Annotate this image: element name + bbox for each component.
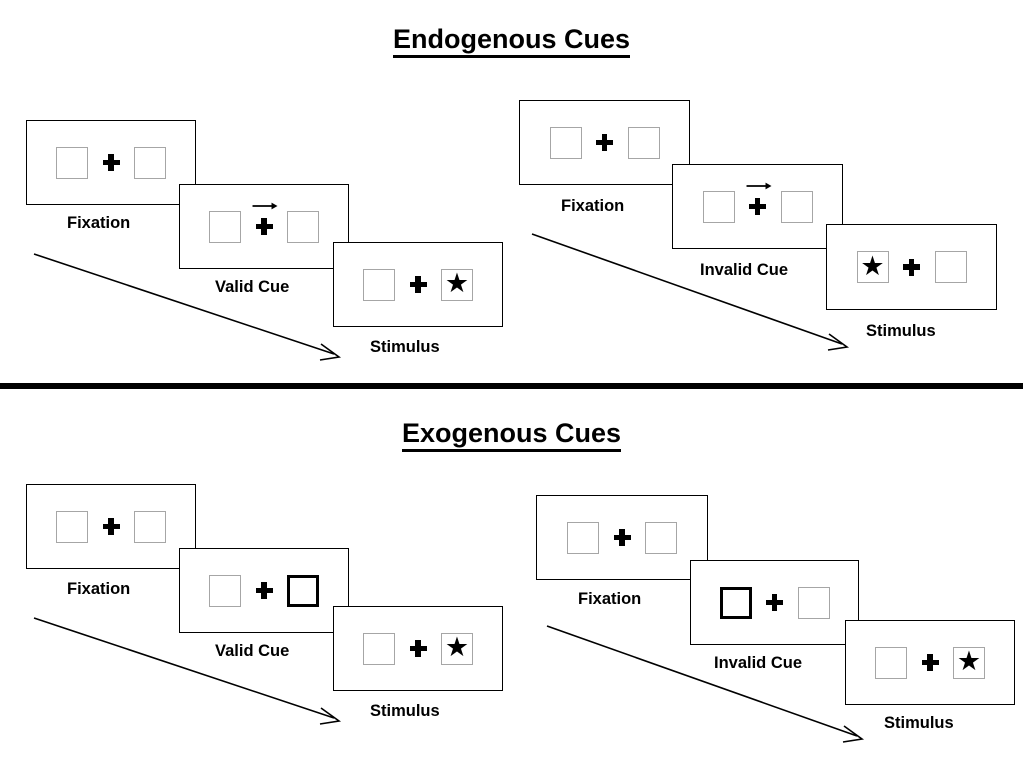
stimulus-box-right — [797, 586, 830, 619]
star-icon: ★ — [860, 250, 885, 281]
fixation-cross-wrap — [582, 134, 628, 151]
stimulus-box-left-cued — [719, 586, 752, 619]
stimulus-box-right — [134, 146, 166, 179]
panel-label-endogenous-valid-fixation: Fixation — [67, 214, 131, 232]
panel-endogenous-valid-cue[interactable] — [179, 184, 349, 269]
plus-icon — [102, 154, 120, 171]
arrow-right-icon — [252, 202, 278, 210]
plus-icon — [613, 529, 631, 546]
diagonal-time-arrow-icon — [33, 253, 342, 361]
panel-endogenous-valid-stimulus[interactable]: ★ — [333, 242, 503, 327]
section-title-endogenous-text: Endogenous Cues — [392, 24, 630, 58]
diagonal-time-arrow-icon — [531, 233, 850, 351]
panel-label-endogenous-invalid-fixation: Fixation — [561, 197, 625, 215]
panel-exogenous-invalid-fixation[interactable] — [536, 495, 708, 580]
fixation-cross-wrap — [889, 258, 935, 276]
stimulus-box-right: ★ — [441, 268, 473, 301]
panel-inner — [691, 586, 858, 619]
panel-inner — [180, 202, 348, 243]
fixation-cross-wrap — [752, 594, 798, 611]
panel-exogenous-valid-stimulus[interactable]: ★ — [333, 606, 503, 691]
arrow-right-icon — [746, 182, 772, 190]
panel-label-endogenous-valid-cue: Valid Cue — [215, 278, 290, 296]
stimulus-box-left — [549, 126, 582, 159]
panel-exogenous-invalid-stimulus[interactable]: ★ — [845, 620, 1015, 705]
stimulus-box-left — [363, 268, 395, 301]
fixation-cross-wrap — [395, 276, 441, 293]
panel-exogenous-invalid-cue[interactable] — [690, 560, 859, 645]
stimulus-box-left — [56, 510, 88, 543]
panel-label-exogenous-valid-fixation: Fixation — [67, 580, 131, 598]
stimulus-box-left — [702, 190, 735, 223]
stimulus-box-left — [363, 632, 395, 665]
fixation-cross-wrap — [735, 182, 781, 215]
panel-inner: ★ — [827, 251, 996, 283]
panel-endogenous-invalid-stimulus[interactable]: ★ — [826, 224, 997, 310]
panel-exogenous-valid-fixation[interactable] — [26, 484, 196, 569]
panel-label-exogenous-invalid-fixation: Fixation — [578, 590, 642, 608]
plus-icon — [255, 218, 273, 235]
panel-inner: ★ — [334, 268, 502, 301]
panel-inner — [27, 146, 195, 179]
stimulus-box-right-cued — [287, 574, 319, 607]
panel-label-endogenous-valid-stimulus: Stimulus — [370, 338, 440, 356]
fixation-cross-wrap — [395, 640, 441, 657]
section-title-exogenous: Exogenous Cues — [0, 418, 1023, 452]
panel-label-endogenous-invalid-stimulus: Stimulus — [866, 322, 936, 340]
stimulus-box-right — [780, 190, 813, 223]
plus-icon — [102, 518, 120, 535]
stimulus-box-left — [209, 574, 241, 607]
fixation-cross-wrap — [241, 582, 287, 599]
stimulus-box-right — [287, 210, 319, 243]
fixation-cross-wrap — [907, 654, 953, 671]
panel-inner — [537, 521, 707, 554]
section-title-exogenous-text: Exogenous Cues — [401, 418, 622, 452]
panel-label-exogenous-invalid-cue: Invalid Cue — [714, 654, 803, 672]
panel-label-endogenous-invalid-cue: Invalid Cue — [700, 261, 789, 279]
panel-label-exogenous-valid-stimulus: Stimulus — [370, 702, 440, 720]
plus-icon — [749, 198, 766, 215]
plus-icon — [255, 582, 273, 599]
panel-endogenous-invalid-cue[interactable] — [672, 164, 843, 249]
stimulus-box-right — [934, 251, 967, 283]
plus-icon — [409, 640, 427, 657]
section-divider — [0, 383, 1023, 389]
star-icon: ★ — [444, 268, 470, 298]
diagonal-time-arrow-icon — [546, 625, 865, 743]
panel-inner — [27, 510, 195, 543]
panel-exogenous-valid-cue[interactable] — [179, 548, 349, 633]
panel-endogenous-valid-fixation[interactable] — [26, 120, 196, 205]
plus-icon — [921, 654, 939, 671]
panel-inner — [180, 574, 348, 607]
plus-icon — [409, 276, 427, 293]
stimulus-box-left: ★ — [856, 250, 889, 283]
fixation-cross-wrap — [88, 518, 134, 535]
panel-inner: ★ — [846, 646, 1014, 679]
panel-inner: ★ — [334, 632, 502, 665]
stimulus-box-right — [627, 126, 660, 159]
plus-icon — [903, 258, 920, 276]
diagonal-time-arrow-icon — [33, 617, 342, 725]
stimulus-box-right — [134, 510, 166, 543]
panel-inner — [673, 182, 842, 223]
star-icon: ★ — [444, 632, 470, 662]
stimulus-box-left — [567, 521, 599, 554]
stimulus-box-right — [645, 521, 677, 554]
fixation-cross-wrap — [88, 154, 134, 171]
plus-icon — [766, 594, 783, 611]
star-icon: ★ — [956, 646, 982, 676]
stimulus-box-left — [56, 146, 88, 179]
panel-label-exogenous-invalid-stimulus: Stimulus — [884, 714, 954, 732]
panel-inner — [520, 126, 689, 159]
panel-endogenous-invalid-fixation[interactable] — [519, 100, 690, 185]
fixation-cross-wrap — [599, 529, 645, 546]
stimulus-box-right: ★ — [953, 646, 985, 679]
plus-icon — [596, 134, 613, 151]
stimulus-box-left — [209, 210, 241, 243]
fixation-cross-wrap — [241, 202, 287, 235]
stimulus-box-right: ★ — [441, 632, 473, 665]
section-title-endogenous: Endogenous Cues — [0, 24, 1023, 58]
panel-label-exogenous-valid-cue: Valid Cue — [215, 642, 290, 660]
stimulus-box-left — [875, 646, 907, 679]
